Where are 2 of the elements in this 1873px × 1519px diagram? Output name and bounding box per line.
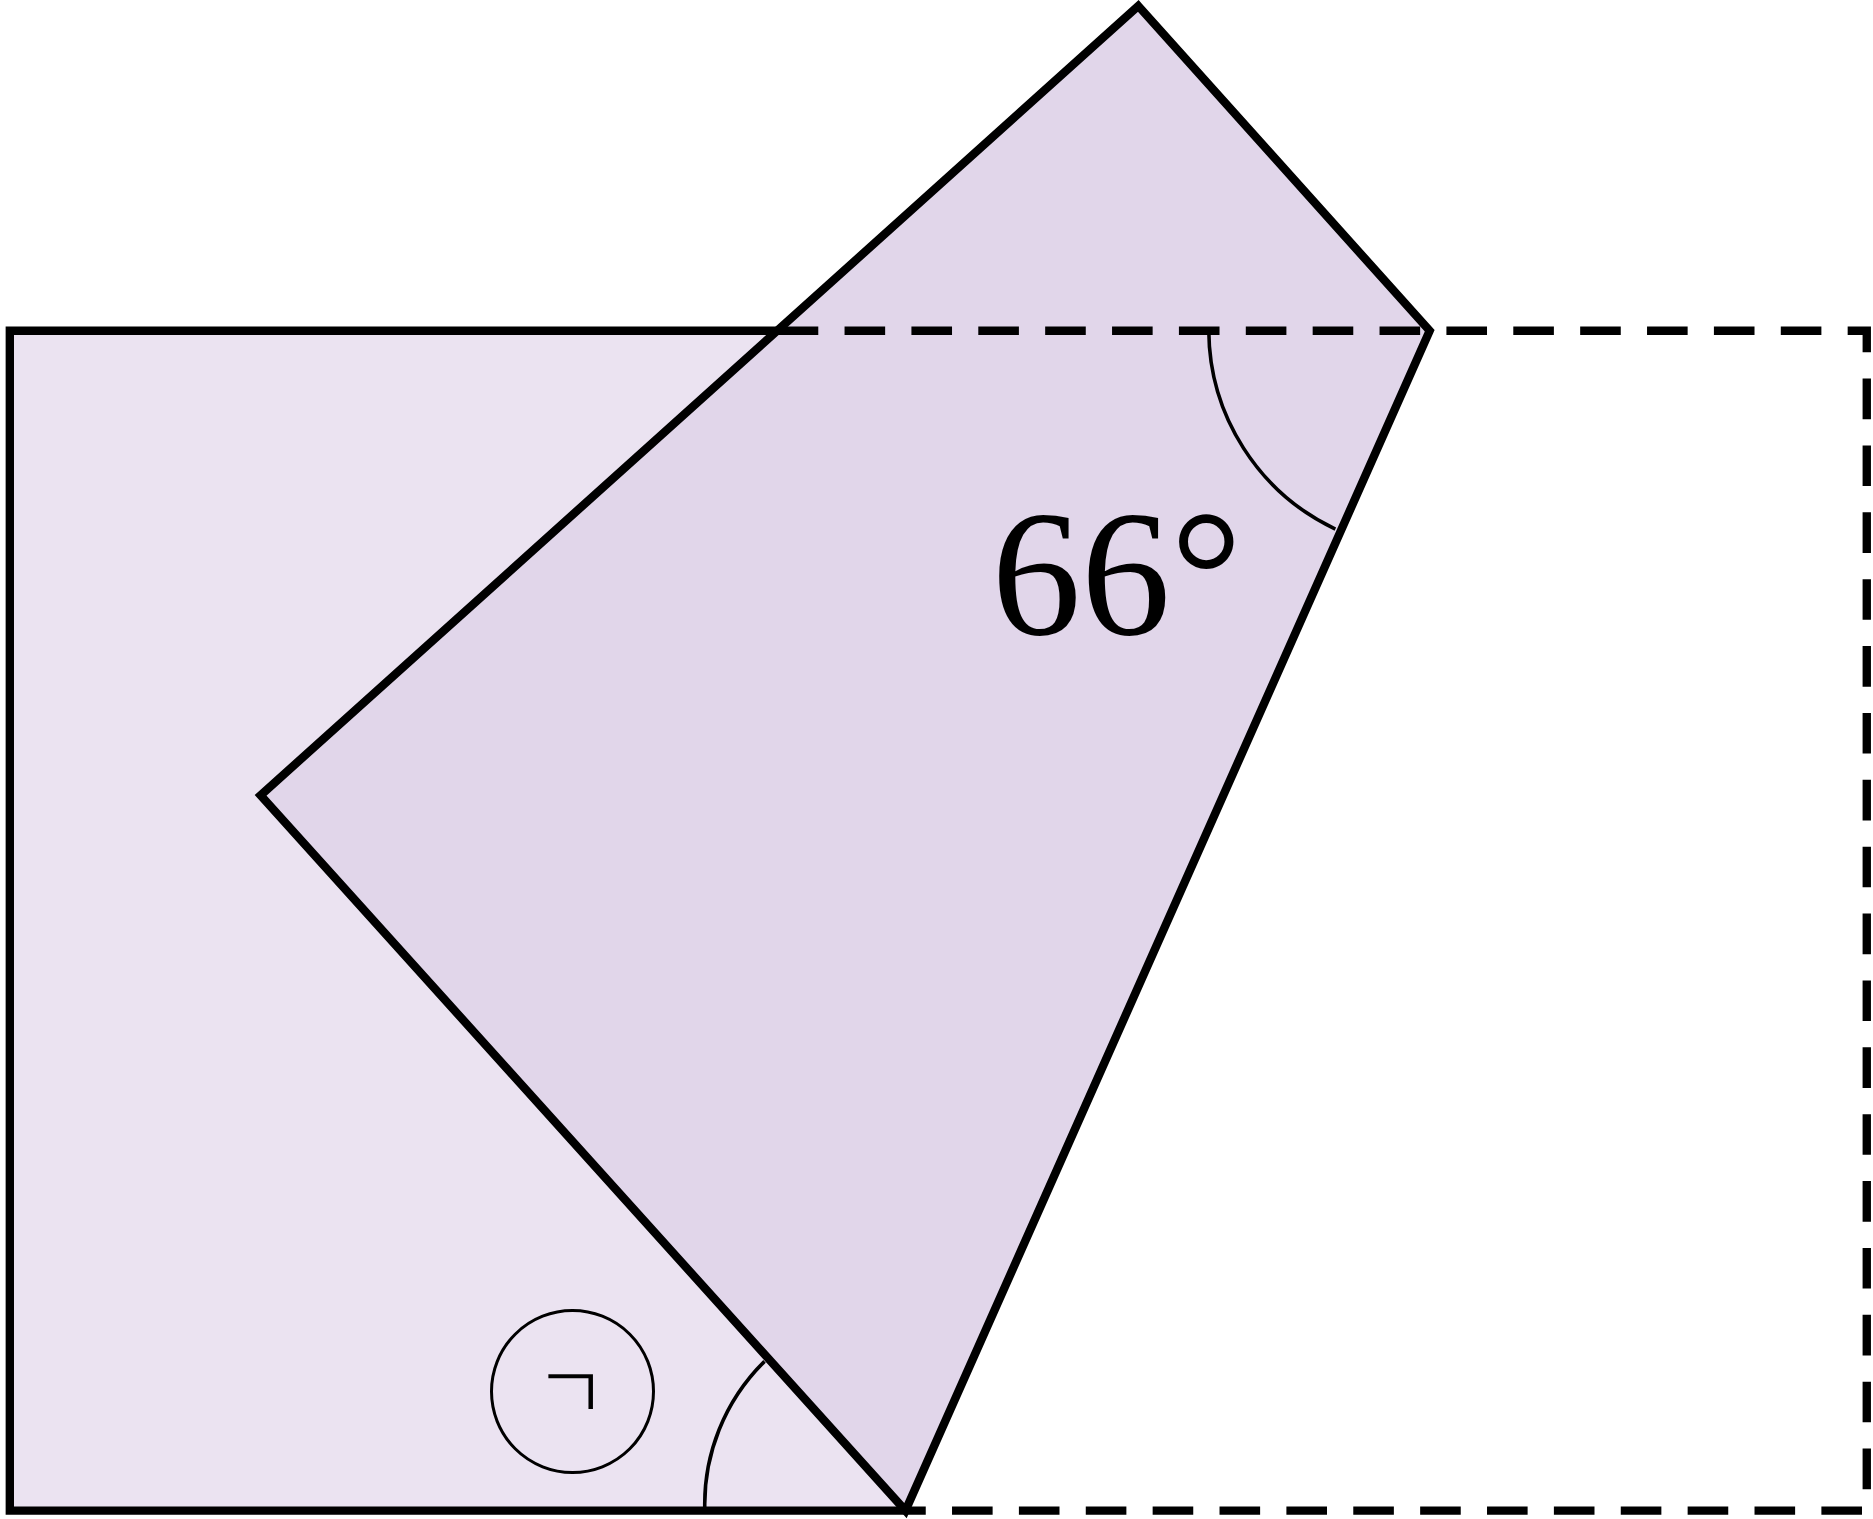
angle-label: 66° [991,483,1243,663]
circled-label: ㄱ [489,1309,655,1474]
